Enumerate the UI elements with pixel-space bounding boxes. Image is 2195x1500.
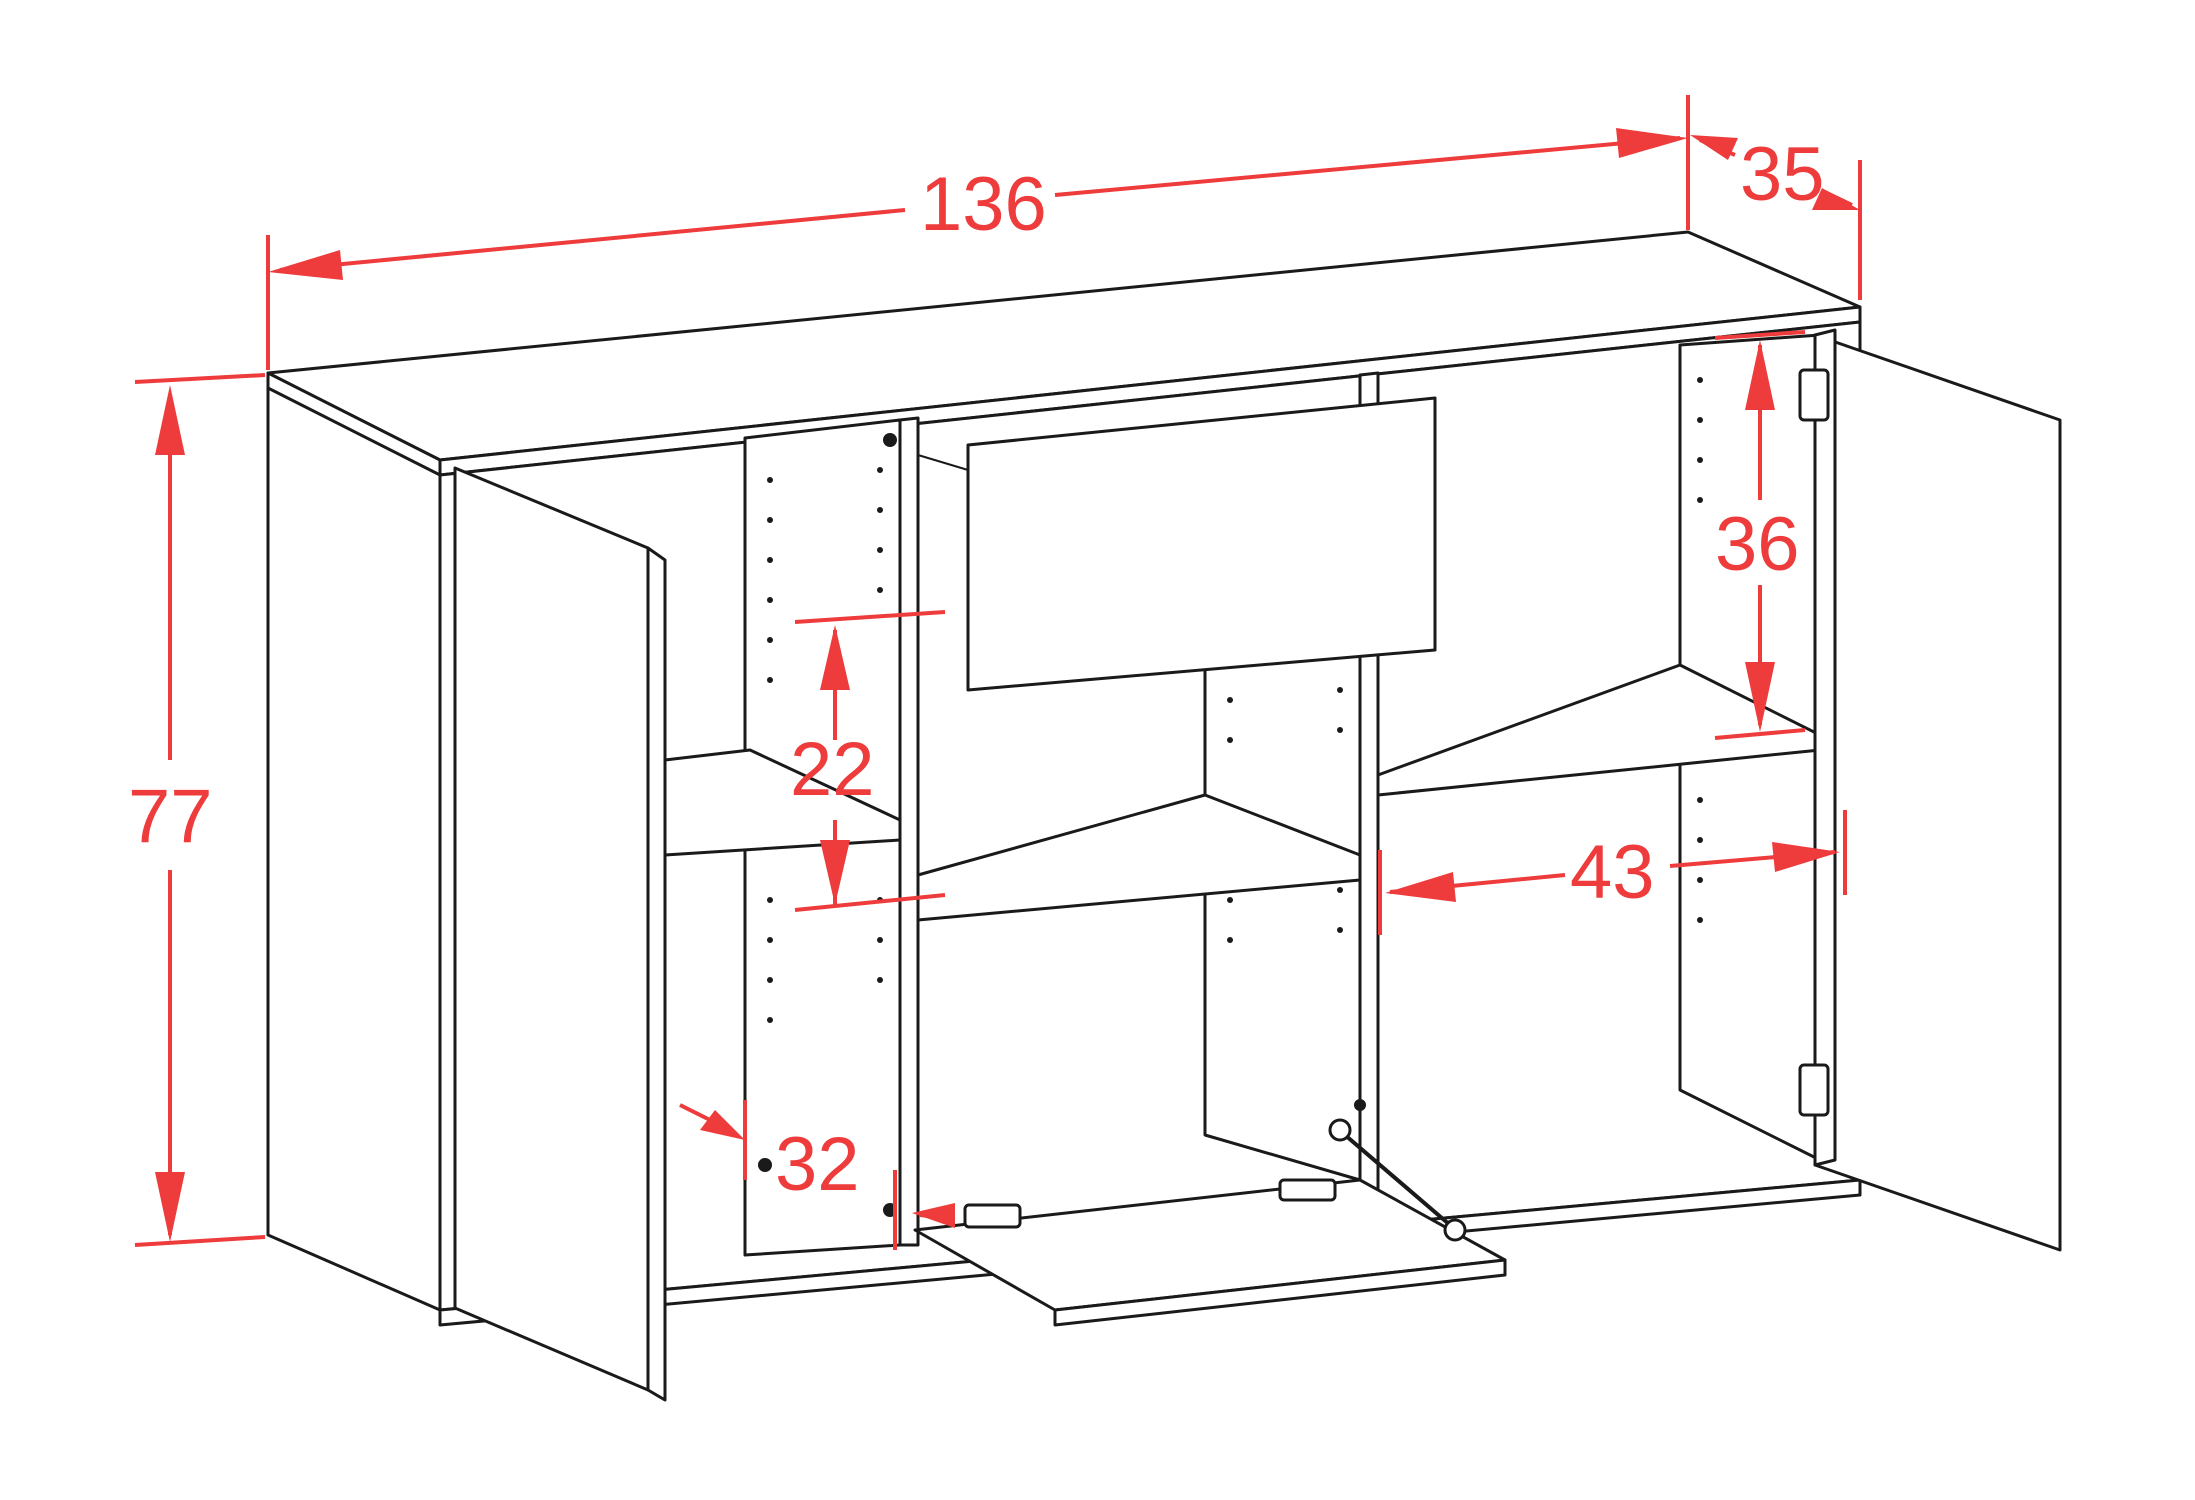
center-inner-wall: [1203, 628, 1362, 1182]
dimension-lines: [134, 95, 1862, 1250]
left-door-panel: [453, 466, 650, 1392]
door-hinge-top: [1798, 368, 1830, 422]
left-door-edge: [646, 546, 667, 1402]
label-drawer-gap: 22: [790, 727, 875, 812]
right-door-edge: [1813, 328, 1837, 1167]
label-depth: 35: [1740, 132, 1825, 217]
cabinet: [266, 230, 1862, 1327]
label-width: 136: [920, 162, 1047, 247]
flap-hinge-right: [1278, 1178, 1337, 1202]
flap-gas-strut: [1343, 1133, 1452, 1227]
door-hinge-bottom: [1798, 1063, 1830, 1117]
left-side-panel: [266, 371, 442, 1312]
drawer-runner: [917, 454, 969, 471]
strut-mount-bottom: [1443, 1218, 1467, 1242]
right-door: [1798, 328, 2062, 1252]
dimension-labels: 136 35 77 22 36 43 32: [128, 132, 1825, 1207]
right-door-panel: [1813, 333, 2062, 1252]
label-height: 77: [128, 774, 213, 859]
center-left-divider: [898, 416, 920, 1247]
label-right-compartment-height: 36: [1715, 502, 1800, 587]
center-shelf: [916, 793, 1362, 922]
drawer-front: [966, 396, 1437, 692]
flap-hinge-left: [963, 1203, 1022, 1229]
left-door: [453, 466, 667, 1402]
drawer: [917, 396, 1437, 692]
label-flap-offset: 32: [775, 1122, 860, 1207]
strut-mount-top: [1328, 1118, 1352, 1142]
label-right-door-width: 43: [1570, 830, 1655, 915]
center-flap: [913, 1118, 1507, 1327]
flap-edge: [1053, 1258, 1507, 1327]
